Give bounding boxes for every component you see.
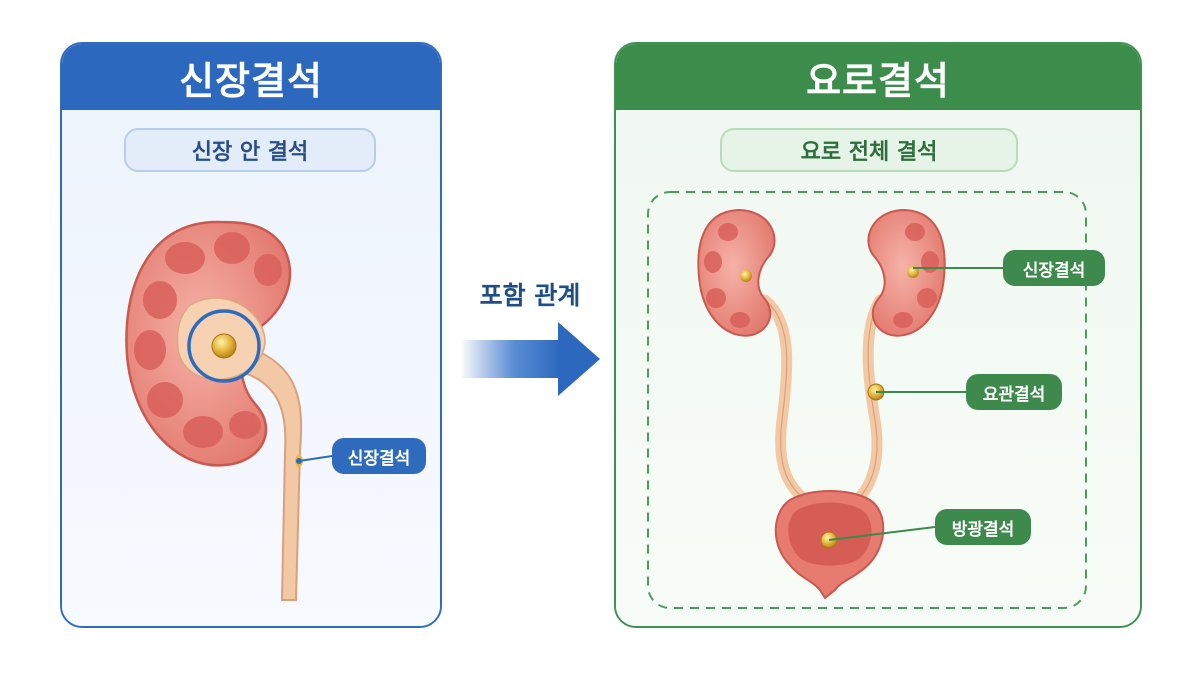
left-kidney-stone-tag: 신장결석 bbox=[332, 438, 426, 474]
bladder bbox=[774, 490, 885, 600]
left-ureter-outline bbox=[764, 299, 813, 506]
large-kidney bbox=[125, 220, 333, 601]
right-kidney bbox=[867, 208, 946, 337]
right-ureter-outline bbox=[851, 299, 881, 506]
kidney-stone-panel-title: 신장결석 bbox=[62, 44, 440, 110]
ureter bbox=[233, 343, 303, 601]
left-kidney bbox=[697, 208, 776, 337]
left-ureter bbox=[759, 294, 818, 511]
stone-highlight-circle bbox=[187, 309, 261, 383]
relation-arrow bbox=[460, 322, 600, 396]
bladder-tag-leader bbox=[828, 526, 936, 541]
kidney-pyramids bbox=[134, 232, 282, 448]
left-kidney-pyramids bbox=[704, 223, 750, 328]
left-tag-leader bbox=[298, 455, 333, 462]
right-ureter bbox=[846, 294, 886, 511]
arrow-shaft bbox=[460, 340, 560, 378]
kidney-stone-panel: 신장결석 신장 안 결석 bbox=[60, 42, 442, 628]
kidney-stone bbox=[211, 333, 237, 359]
arrow-head bbox=[558, 322, 600, 396]
urinary-system-dashed-frame bbox=[647, 191, 1087, 609]
urinary-stone-panel: 요로결석 요로 전체 결석 bbox=[614, 42, 1142, 628]
right-kidney-stone-tag: 신장결석 bbox=[1003, 250, 1105, 286]
left-tag-leader-dot bbox=[296, 458, 302, 464]
urinary-stone-subtitle: 요로 전체 결석 bbox=[720, 128, 1018, 172]
urinary-stone-panel-title: 요로결석 bbox=[616, 44, 1140, 110]
bladder-stone-tag: 방광결석 bbox=[935, 509, 1031, 545]
relation-label: 포함 관계 bbox=[479, 281, 581, 310]
kidney-stone-subtitle: 신장 안 결석 bbox=[124, 128, 376, 172]
left-kidney-stone bbox=[740, 270, 752, 282]
ureter-stone-tag: 요관결석 bbox=[966, 374, 1062, 410]
urinary-system bbox=[697, 208, 1003, 600]
